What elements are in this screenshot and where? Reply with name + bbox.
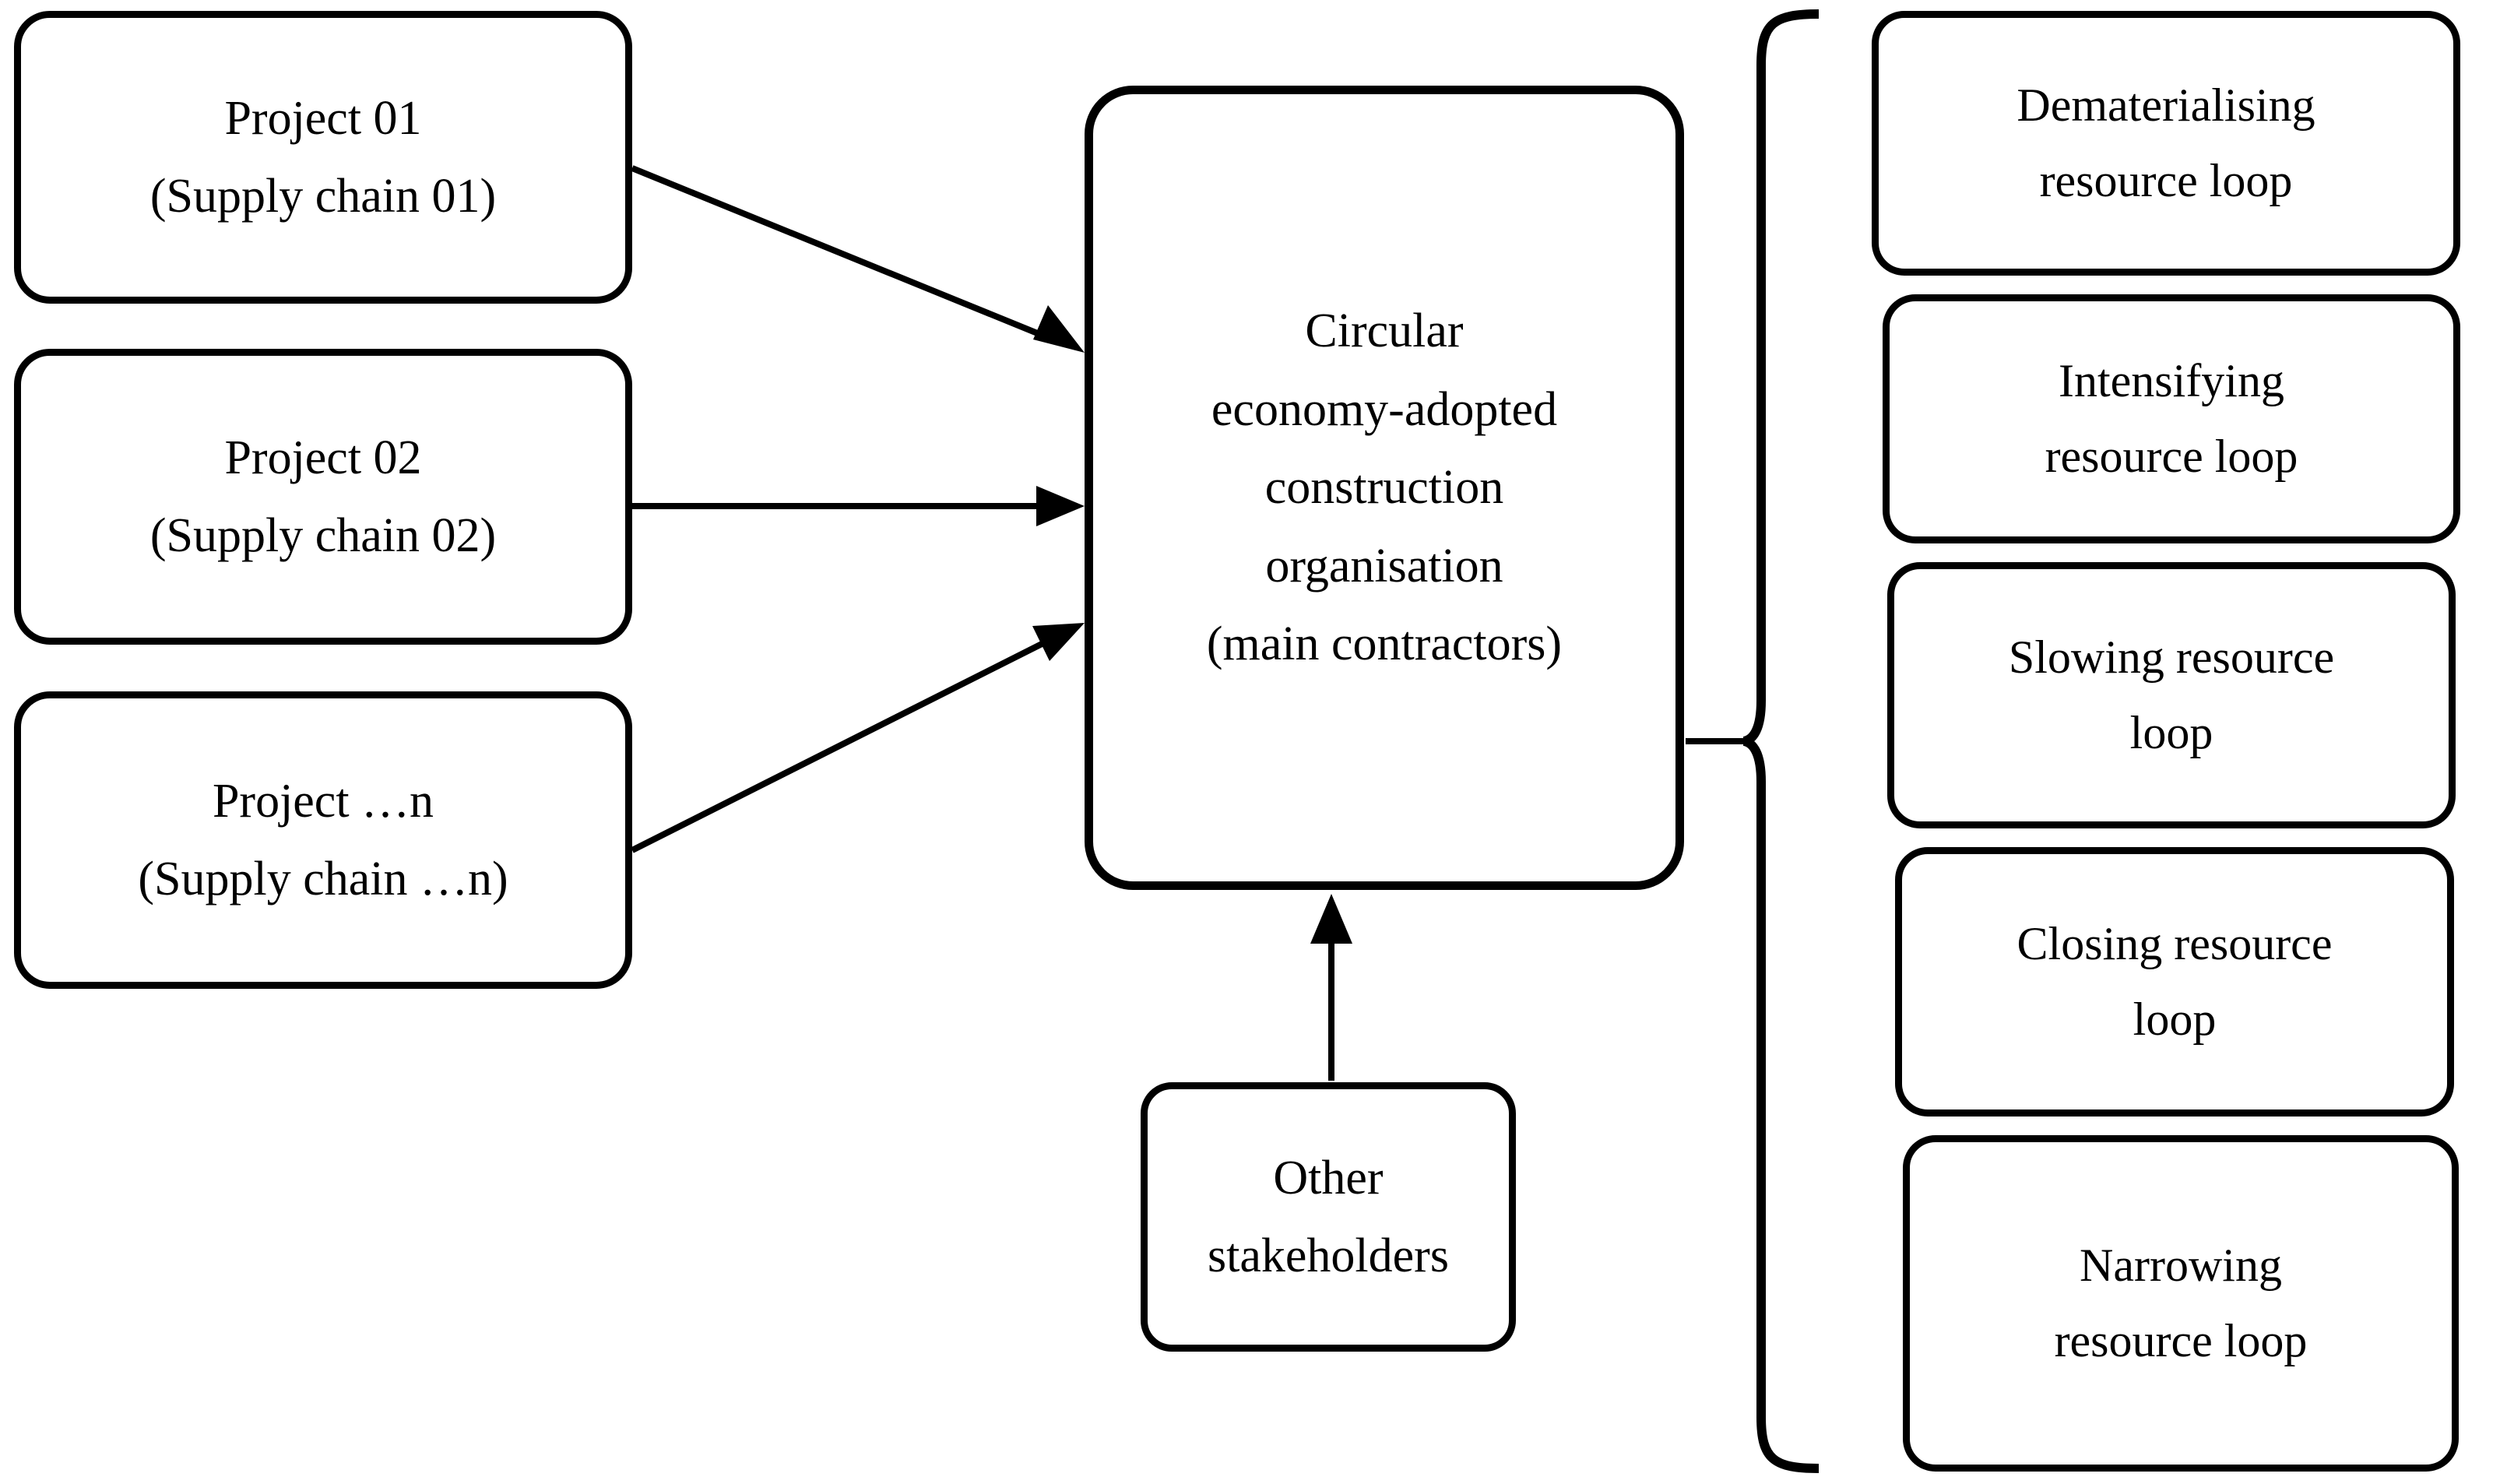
hub-line-1: Circular	[1305, 304, 1464, 358]
resource-loop-node-intensifying-line-1: Intensifying	[2059, 354, 2284, 406]
connector-hub-to-resource-loops	[1686, 9, 1820, 1473]
hub-node-circular-economy-organisation[interactable]: Circular economy-adopted construction or…	[1085, 86, 1684, 890]
other-stakeholders-node[interactable]: Other stakeholders	[1141, 1082, 1516, 1352]
project-node-01[interactable]: Project 01 (Supply chain 01)	[14, 11, 632, 304]
other-stakeholders-line-1: Other	[1273, 1151, 1384, 1204]
hub-line-2: economy-adopted	[1211, 382, 1558, 436]
connector-project-02-to-hub	[632, 486, 1085, 526]
resource-loop-node-slowing-line-1: Slowing resource	[2008, 631, 2335, 683]
resource-loop-node-closing[interactable]: Closing resource loop	[1895, 847, 2454, 1117]
project-node-01-title: Project 01	[224, 91, 422, 145]
connector-stakeholders-to-hub	[1310, 894, 1352, 1081]
hub-line-4: organisation	[1265, 539, 1503, 593]
resource-loop-node-slowing-line-2: loop	[2129, 707, 2213, 758]
resource-loop-node-dematerialising[interactable]: Dematerialising resource loop	[1872, 11, 2460, 276]
resource-loop-node-closing-line-2: loop	[2133, 993, 2217, 1045]
resource-loop-node-intensifying-line-2: resource loop	[2045, 431, 2298, 482]
resource-loop-node-slowing[interactable]: Slowing resource loop	[1887, 562, 2456, 828]
connector-project-n-to-hub	[631, 623, 1085, 853]
resource-loop-node-closing-line-1: Closing resource	[2017, 917, 2333, 969]
project-node-02-subtitle: (Supply chain 02)	[149, 509, 497, 562]
hub-line-3: construction	[1264, 461, 1504, 515]
project-node-n[interactable]: Project …n (Supply chain …n)	[14, 691, 632, 989]
resource-loop-node-dematerialising-line-1: Dematerialising	[2017, 79, 2315, 131]
hub-line-5: (main contractors)	[1206, 617, 1563, 671]
resource-loop-node-dematerialising-line-2: resource loop	[2039, 155, 2293, 206]
project-node-n-subtitle: (Supply chain …n)	[138, 853, 508, 906]
project-node-n-title: Project …n	[212, 774, 434, 828]
resource-loop-node-narrowing-line-1: Narrowing	[2080, 1239, 2282, 1291]
connector-project-01-to-hub	[631, 165, 1085, 353]
resource-loop-node-narrowing[interactable]: Narrowing resource loop	[1903, 1135, 2459, 1472]
other-stakeholders-line-2: stakeholders	[1208, 1229, 1449, 1282]
project-node-02[interactable]: Project 02 (Supply chain 02)	[14, 349, 632, 645]
project-node-02-title: Project 02	[224, 431, 422, 484]
project-node-01-subtitle: (Supply chain 01)	[149, 170, 497, 223]
resource-loop-node-narrowing-line-2: resource loop	[2054, 1315, 2308, 1366]
resource-loop-node-intensifying[interactable]: Intensifying resource loop	[1883, 294, 2460, 543]
